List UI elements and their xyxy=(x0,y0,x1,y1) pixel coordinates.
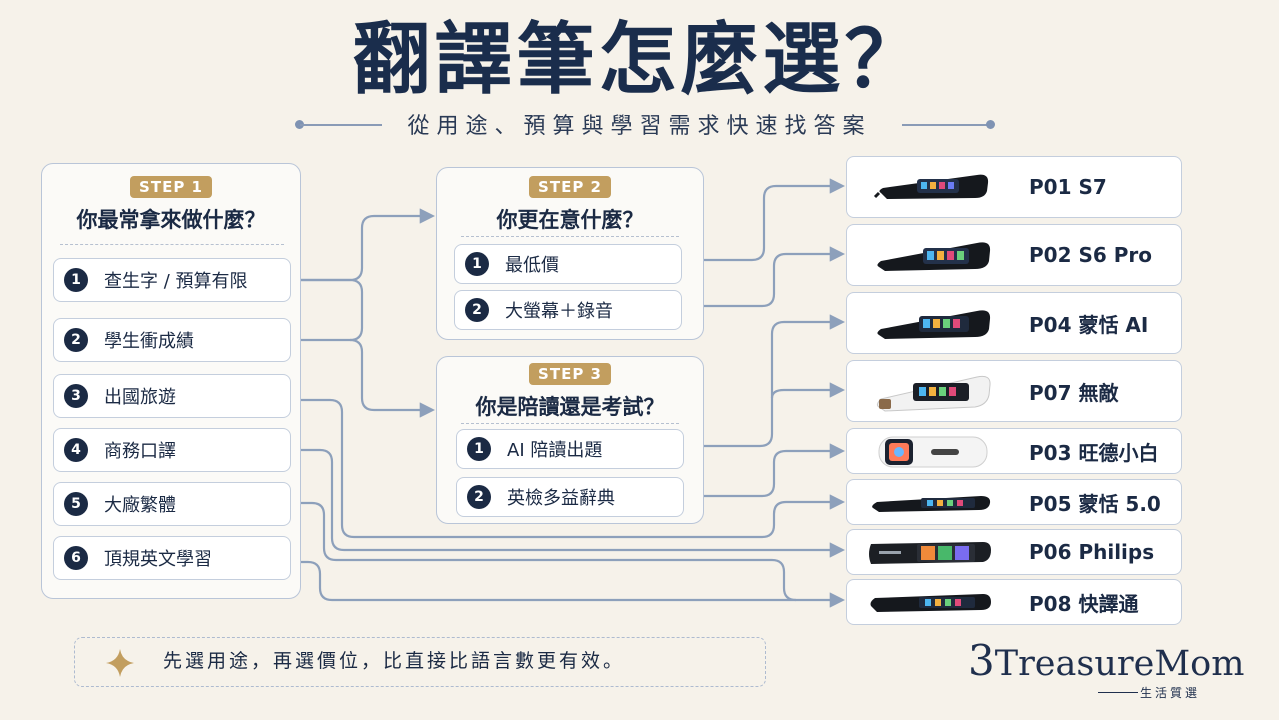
number-badge: 1 xyxy=(467,437,491,461)
logo-divider xyxy=(1098,692,1138,693)
number-badge: 1 xyxy=(465,252,489,276)
subtitle-dot-left xyxy=(295,120,304,129)
number-badge: 1 xyxy=(64,268,88,292)
option-label: 最低價 xyxy=(505,255,559,276)
logo-name: TreasureMom xyxy=(994,644,1245,684)
step1-panel: STEP 1 你最常拿來做什麼？ 1 查生字 / 預算有限 2 學生衝成績 3 … xyxy=(41,163,301,599)
translation-pen-black-icon xyxy=(869,542,991,564)
step1-option[interactable]: 1 查生字 / 預算有限 xyxy=(53,258,291,302)
number-badge: 2 xyxy=(467,485,491,509)
step3-option[interactable]: 2 英檢多益辭典 xyxy=(456,477,684,517)
tip-banner: 先選用途，再選價位，比直接比語言數更有效。 xyxy=(74,637,766,687)
product-card[interactable]: P04 蒙恬 AI xyxy=(846,292,1182,354)
product-label: P04 蒙恬 AI xyxy=(1029,312,1149,337)
option-label: 查生字 / 預算有限 xyxy=(104,271,248,292)
subtitle-dot-right xyxy=(986,120,995,129)
subtitle-line-right xyxy=(902,124,990,126)
logo-mark: 3 xyxy=(968,636,995,685)
number-badge: 6 xyxy=(64,546,88,570)
translation-pen-black-icon xyxy=(870,594,991,612)
step1-option[interactable]: 3 出國旅遊 xyxy=(53,374,291,418)
product-label: P02 S6 Pro xyxy=(1029,243,1152,267)
option-label: AI 陪讀出題 xyxy=(507,440,603,461)
step1-divider xyxy=(60,244,284,245)
option-label: 頂規英文學習 xyxy=(104,549,212,570)
product-card[interactable]: P08 快譯通 xyxy=(846,579,1182,625)
product-label: P06 Philips xyxy=(1029,540,1155,564)
product-card[interactable]: P05 蒙恬 5.0 xyxy=(846,479,1182,525)
page-title: 翻譯筆怎麼選？ xyxy=(352,14,927,105)
option-label: 商務口譯 xyxy=(104,441,176,462)
step1-badge: STEP 1 xyxy=(130,176,212,198)
number-badge: 2 xyxy=(64,328,88,352)
step2-option[interactable]: 1 最低價 xyxy=(454,244,682,284)
step1-option[interactable]: 2 學生衝成績 xyxy=(53,318,291,362)
translation-pen-black-icon xyxy=(877,242,991,271)
product-label: P08 快譯通 xyxy=(1029,591,1139,616)
product-card[interactable]: P02 S6 Pro xyxy=(846,224,1182,286)
step3-badge: STEP 3 xyxy=(529,363,611,385)
logo-tagline: 生活質選 xyxy=(1140,686,1201,700)
step2-question: 你更在意什麼？ xyxy=(496,208,644,232)
translation-pen-black-icon xyxy=(873,174,989,199)
brand-logo: 3TreasureMom xyxy=(968,636,1244,685)
page-subtitle: 從用途、預算與學習需求快速找答案 xyxy=(407,114,872,139)
step2-option[interactable]: 2 大螢幕＋錄音 xyxy=(454,290,682,330)
product-label: P05 蒙恬 5.0 xyxy=(1029,491,1161,516)
option-label: 出國旅遊 xyxy=(104,387,176,408)
step1-option[interactable]: 6 頂規英文學習 xyxy=(53,536,291,580)
option-label: 學生衝成績 xyxy=(104,331,194,352)
sparkle-icon xyxy=(106,649,134,677)
step1-option[interactable]: 5 大廠繁體 xyxy=(53,482,291,526)
option-label: 英檢多益辭典 xyxy=(507,488,615,509)
product-label: P07 無敵 xyxy=(1029,380,1119,405)
product-card[interactable]: P07 無敵 xyxy=(846,360,1182,422)
step3-question: 你是陪讀還是考試？ xyxy=(475,395,665,419)
step2-panel: STEP 2 你更在意什麼？ 1 最低價 2 大螢幕＋錄音 xyxy=(436,167,704,340)
translation-pen-black-icon xyxy=(872,496,991,512)
step1-option[interactable]: 4 商務口譯 xyxy=(53,428,291,472)
step2-badge: STEP 2 xyxy=(529,176,611,198)
product-label: P03 旺德小白 xyxy=(1029,440,1159,465)
product-label: P01 S7 xyxy=(1029,175,1107,199)
product-card[interactable]: P01 S7 xyxy=(846,156,1182,218)
number-badge: 5 xyxy=(64,492,88,516)
translation-pen-white-icon xyxy=(876,375,991,412)
product-card[interactable]: P03 旺德小白 xyxy=(846,428,1182,474)
option-label: 大廠繁體 xyxy=(104,495,176,516)
step1-question: 你最常拿來做什麼？ xyxy=(76,208,266,232)
step3-divider xyxy=(461,423,679,424)
number-badge: 4 xyxy=(64,438,88,462)
step3-panel: STEP 3 你是陪讀還是考試？ 1 AI 陪讀出題 2 英檢多益辭典 xyxy=(436,356,704,524)
step2-divider xyxy=(461,236,679,237)
option-label: 大螢幕＋錄音 xyxy=(505,301,613,322)
number-badge: 3 xyxy=(64,384,88,408)
product-card[interactable]: P06 Philips xyxy=(846,529,1182,575)
tip-text: 先選用途，再選價位，比直接比語言數更有效。 xyxy=(163,650,626,672)
translation-pen-square-white-icon xyxy=(878,436,988,468)
translation-pen-black-icon xyxy=(877,310,991,339)
subtitle-line-left xyxy=(300,124,382,126)
number-badge: 2 xyxy=(465,298,489,322)
step3-option[interactable]: 1 AI 陪讀出題 xyxy=(456,429,684,469)
